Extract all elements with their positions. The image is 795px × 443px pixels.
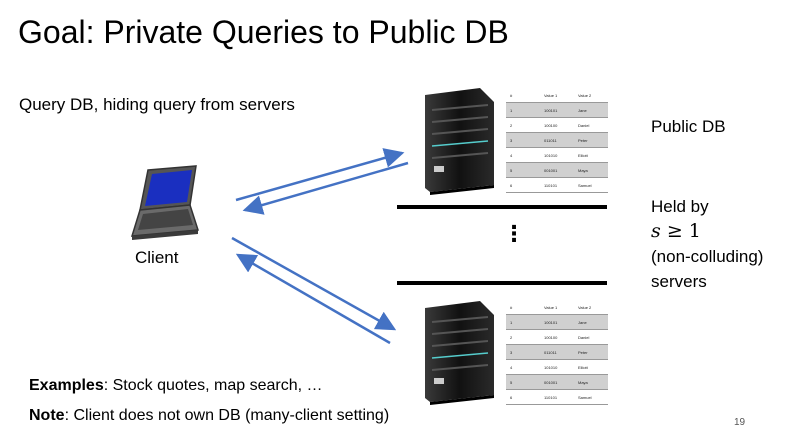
db-cell: 100100 [540, 117, 574, 133]
db-cell: Maya [574, 162, 608, 178]
db-cell: 5 [506, 374, 540, 390]
db-cell: 5 [506, 162, 540, 178]
db-cell: Elliott [574, 147, 608, 163]
db-cell: 110101 [540, 177, 574, 193]
held-by-block: Held by s ≥ 1 (non-colluding) servers [651, 194, 763, 294]
note-line: Note: Client does not own DB (many-clien… [29, 407, 389, 425]
db-cell: Daniel [574, 117, 608, 133]
db-header-cell: # [506, 88, 540, 103]
db-cell: Samuel [574, 389, 608, 405]
server-bottom-icon [425, 301, 494, 405]
db-cell: 101010 [540, 359, 574, 375]
db-cell: 2 [506, 329, 540, 345]
page-title: Goal: Private Queries to Public DB [18, 14, 509, 50]
non-colluding-line: (non-colluding) [651, 247, 764, 266]
held-by-math: s ≥ 1 [651, 219, 763, 244]
examples-text: : Stock quotes, map search, … [103, 377, 323, 394]
db-cell: 1 [506, 314, 540, 330]
db-header-cell: Value 1 [540, 88, 574, 103]
db-cell: Samuel [574, 177, 608, 193]
separator-bar-top [397, 205, 607, 209]
db-cell: 100101 [540, 314, 574, 330]
math-var: s [651, 220, 661, 242]
math-op: ≥ [666, 220, 683, 242]
math-num: 1 [688, 220, 701, 242]
held-by-line: Held by [651, 197, 709, 216]
examples-label: Examples [29, 377, 104, 394]
db-cell: 2 [506, 117, 540, 133]
db-cell: Elliott [574, 359, 608, 375]
db-cell: 101010 [540, 147, 574, 163]
db-cell: 011011 [540, 132, 574, 148]
db-cell: 3 [506, 132, 540, 148]
db-cell: 011011 [540, 344, 574, 360]
db-cell: Jane [574, 102, 608, 118]
db-cell: Daniel [574, 329, 608, 345]
db-cell: 001001 [540, 374, 574, 390]
db-cell: 100100 [540, 329, 574, 345]
db-cell: Peter [574, 132, 608, 148]
note-label: Note [29, 407, 65, 424]
db-cell: 6 [506, 389, 540, 405]
servers-line: servers [651, 272, 707, 291]
arrow-top-server-to-client [242, 161, 409, 215]
db-cell: 6 [506, 177, 540, 193]
db-header-cell: Value 2 [574, 300, 608, 315]
subtitle: Query DB, hiding query from servers [19, 95, 295, 114]
db-cell: Jane [574, 314, 608, 330]
db-cell: 1 [506, 102, 540, 118]
public-db-label: Public DB [651, 117, 726, 136]
examples-line: Examples: Stock quotes, map search, … [29, 377, 322, 395]
page-number: 19 [734, 417, 746, 428]
db-cell: Peter [574, 344, 608, 360]
arrow-client-to-top-server [235, 148, 405, 202]
server-top-icon [425, 88, 494, 195]
db-cell: 4 [506, 147, 540, 163]
db-header-cell: Value 1 [540, 300, 574, 315]
db-cell: 100101 [540, 102, 574, 118]
db-cell: 001001 [540, 162, 574, 178]
db-header-cell: # [506, 300, 540, 315]
separator-bar-bottom [397, 281, 607, 285]
vertical-ellipsis: ⋮ [503, 221, 525, 246]
db-header-cell: Value 2 [574, 88, 608, 103]
db-cell: 4 [506, 359, 540, 375]
arrow-bottom-server-to-client [235, 253, 391, 345]
laptop-icon [130, 165, 199, 240]
db-cell: Maya [574, 374, 608, 390]
client-label: Client [135, 248, 179, 267]
note-text: : Client does not own DB (many-client se… [64, 407, 390, 424]
db-cell: 110101 [540, 389, 574, 405]
db-cell: 3 [506, 344, 540, 360]
arrow-client-to-bottom-server [231, 236, 397, 331]
